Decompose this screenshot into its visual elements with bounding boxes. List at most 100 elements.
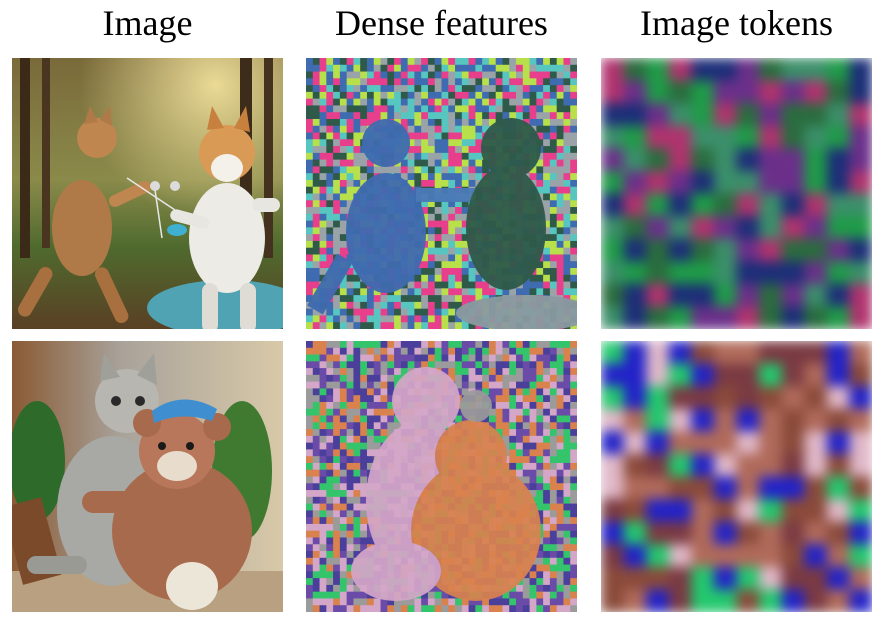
feature-cell [312,395,321,403]
feature-cell [826,544,851,568]
feature-cell [326,510,334,518]
feature-cell [434,58,443,66]
feature-cell [536,125,544,134]
feature-cell [759,306,783,329]
feature-cell [509,401,517,410]
feature-cell [468,166,476,174]
feature-cell [549,64,558,73]
feature-cell [468,159,476,168]
feature-cell [549,85,558,93]
feature-cell [781,408,805,432]
feature-cell [339,112,348,120]
feature-cell [601,80,625,104]
feature-cell [461,415,470,423]
feature-cell [360,483,368,491]
feature-cell [387,78,395,86]
feature-cell [549,557,558,566]
feature-cell [407,322,416,329]
feature-cell [346,200,355,208]
feature-cell [516,408,524,417]
feature-cell [421,268,429,276]
feature-cell [549,254,558,262]
feature-cell [601,283,625,308]
feature-cell [319,415,327,423]
feature-cell [312,401,321,410]
feature-cell [475,78,483,86]
feature-cell [394,341,402,349]
feature-cell [373,78,382,86]
feature-cell [502,422,510,430]
feature-cell [366,605,375,612]
feature-cell [563,449,571,457]
feature-cell [448,179,456,188]
feature-cell [434,200,443,208]
feature-cell [353,395,361,403]
feature-cell [468,98,476,107]
feature-cell [529,578,537,586]
feature-cell [346,179,355,188]
feature-cell [360,456,368,464]
feature-cell [421,261,429,269]
feature-cell [849,476,872,500]
feature-cell [346,415,355,423]
feature-cell [380,435,388,444]
feature-cell [549,200,558,208]
feature-cell [319,395,327,403]
feature-cell [563,354,571,362]
feature-cell [427,125,436,134]
feature-cell [353,274,361,283]
feature-cell [570,415,577,423]
feature-cell [312,429,321,437]
feature-cell [306,125,314,134]
feature-cell [366,173,375,181]
feature-cell [380,395,388,403]
feature-cell [536,435,544,444]
feature-cell [570,361,577,369]
feature-cell [306,200,314,208]
feature-cell [549,551,558,559]
feature-cell [306,435,314,444]
feature-cell [556,462,565,471]
feature-cell [366,91,375,100]
feature-cell [339,322,348,329]
feature-cell [448,64,456,73]
feature-cell [691,193,715,217]
feature-cell [461,91,470,100]
feature-cell [543,261,551,269]
feature-cell [448,254,456,262]
feature-cell [306,152,314,161]
feature-cell [380,166,388,174]
feature-cell [549,132,558,140]
feature-cell [543,125,551,134]
feature-cell [543,395,551,403]
feature-cell [366,322,375,329]
feature-cell [400,315,409,323]
feature-cell [333,78,341,86]
feature-cell [306,118,314,127]
feature-cell [522,408,531,417]
feature-cell [536,159,544,168]
feature-cell [326,322,334,329]
feature-cell [326,422,334,430]
feature-cell [502,58,510,66]
feature-cell [339,544,348,552]
feature-cell [373,166,382,174]
feature-cell [312,173,321,181]
feature-cell [563,523,571,532]
feature-cell [543,503,551,511]
feature-cell [536,132,544,140]
feature-cell [394,368,402,376]
feature-cell [691,589,715,612]
feature-cell [434,315,443,323]
dense-feature-map-row1 [306,58,577,329]
feature-cell [509,462,517,471]
feature-cell [319,598,327,606]
feature-cell [373,288,382,296]
feature-cell [448,200,456,208]
feature-cell [353,456,361,464]
feature-cell [407,78,416,86]
feature-cell [394,322,402,329]
feature-cell [826,408,851,432]
feature-cell [455,98,463,107]
feature-cell [333,240,341,249]
